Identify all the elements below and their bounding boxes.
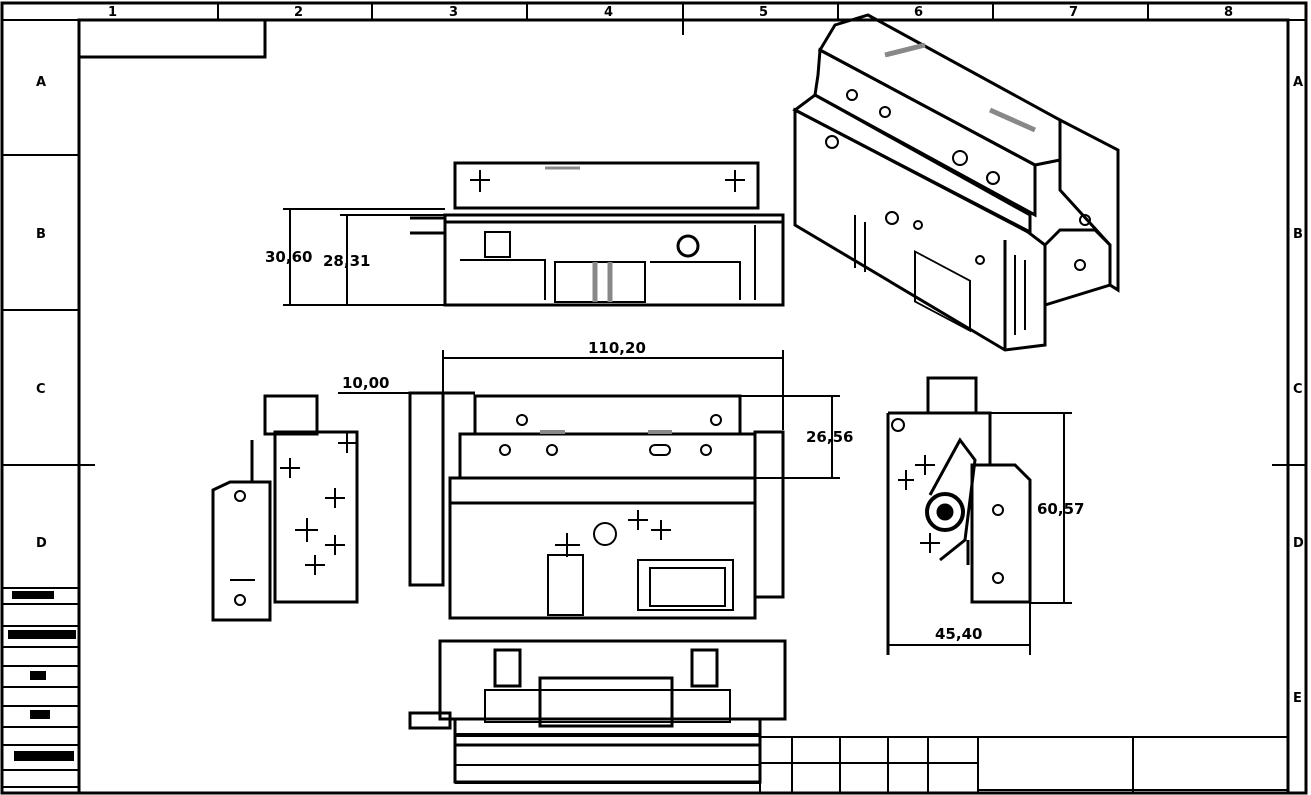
dimension-overall-width: 110,20 <box>588 339 646 357</box>
column-label: 8 <box>1224 5 1233 20</box>
row-label: E <box>1293 691 1302 706</box>
column-label: 2 <box>294 5 303 20</box>
row-label: C <box>1293 382 1303 397</box>
front-view <box>408 391 785 620</box>
dimension-base-height: 28,31 <box>323 252 370 270</box>
dimension-side-height: 60,57 <box>1037 500 1084 518</box>
bottom-view <box>408 639 787 784</box>
column-label: 6 <box>914 5 923 20</box>
dimension-cover-height: 26,56 <box>806 428 853 446</box>
row-labels-right: A B C D E <box>1293 75 1304 706</box>
column-label: 5 <box>759 5 768 20</box>
row-label: D <box>1293 536 1304 551</box>
row-label: A <box>36 75 46 90</box>
column-label: 7 <box>1069 5 1078 20</box>
right-side-view <box>886 376 1032 655</box>
row-label: C <box>36 382 46 397</box>
left-side-view <box>211 394 359 622</box>
column-labels: 1 2 3 4 5 6 7 8 <box>108 5 1233 20</box>
right-side-dimensions <box>888 412 1072 655</box>
row-label: B <box>36 227 46 242</box>
dimension-side-depth: 45,40 <box>935 625 982 643</box>
top-view <box>410 161 785 307</box>
top-view-dimensions <box>283 208 445 306</box>
column-label: 4 <box>604 5 613 20</box>
isometric-view <box>792 13 1120 352</box>
dimension-left-offset: 10,00 <box>342 374 389 392</box>
row-label: D <box>36 536 47 551</box>
column-label: 3 <box>449 5 458 20</box>
dimension-overall-height: 30,60 <box>265 248 312 266</box>
row-label: B <box>1293 227 1303 242</box>
row-labels-left: A B C D <box>36 75 47 551</box>
front-view-dimensions <box>338 350 840 479</box>
row-label: A <box>1293 75 1303 90</box>
column-label: 1 <box>108 5 117 20</box>
